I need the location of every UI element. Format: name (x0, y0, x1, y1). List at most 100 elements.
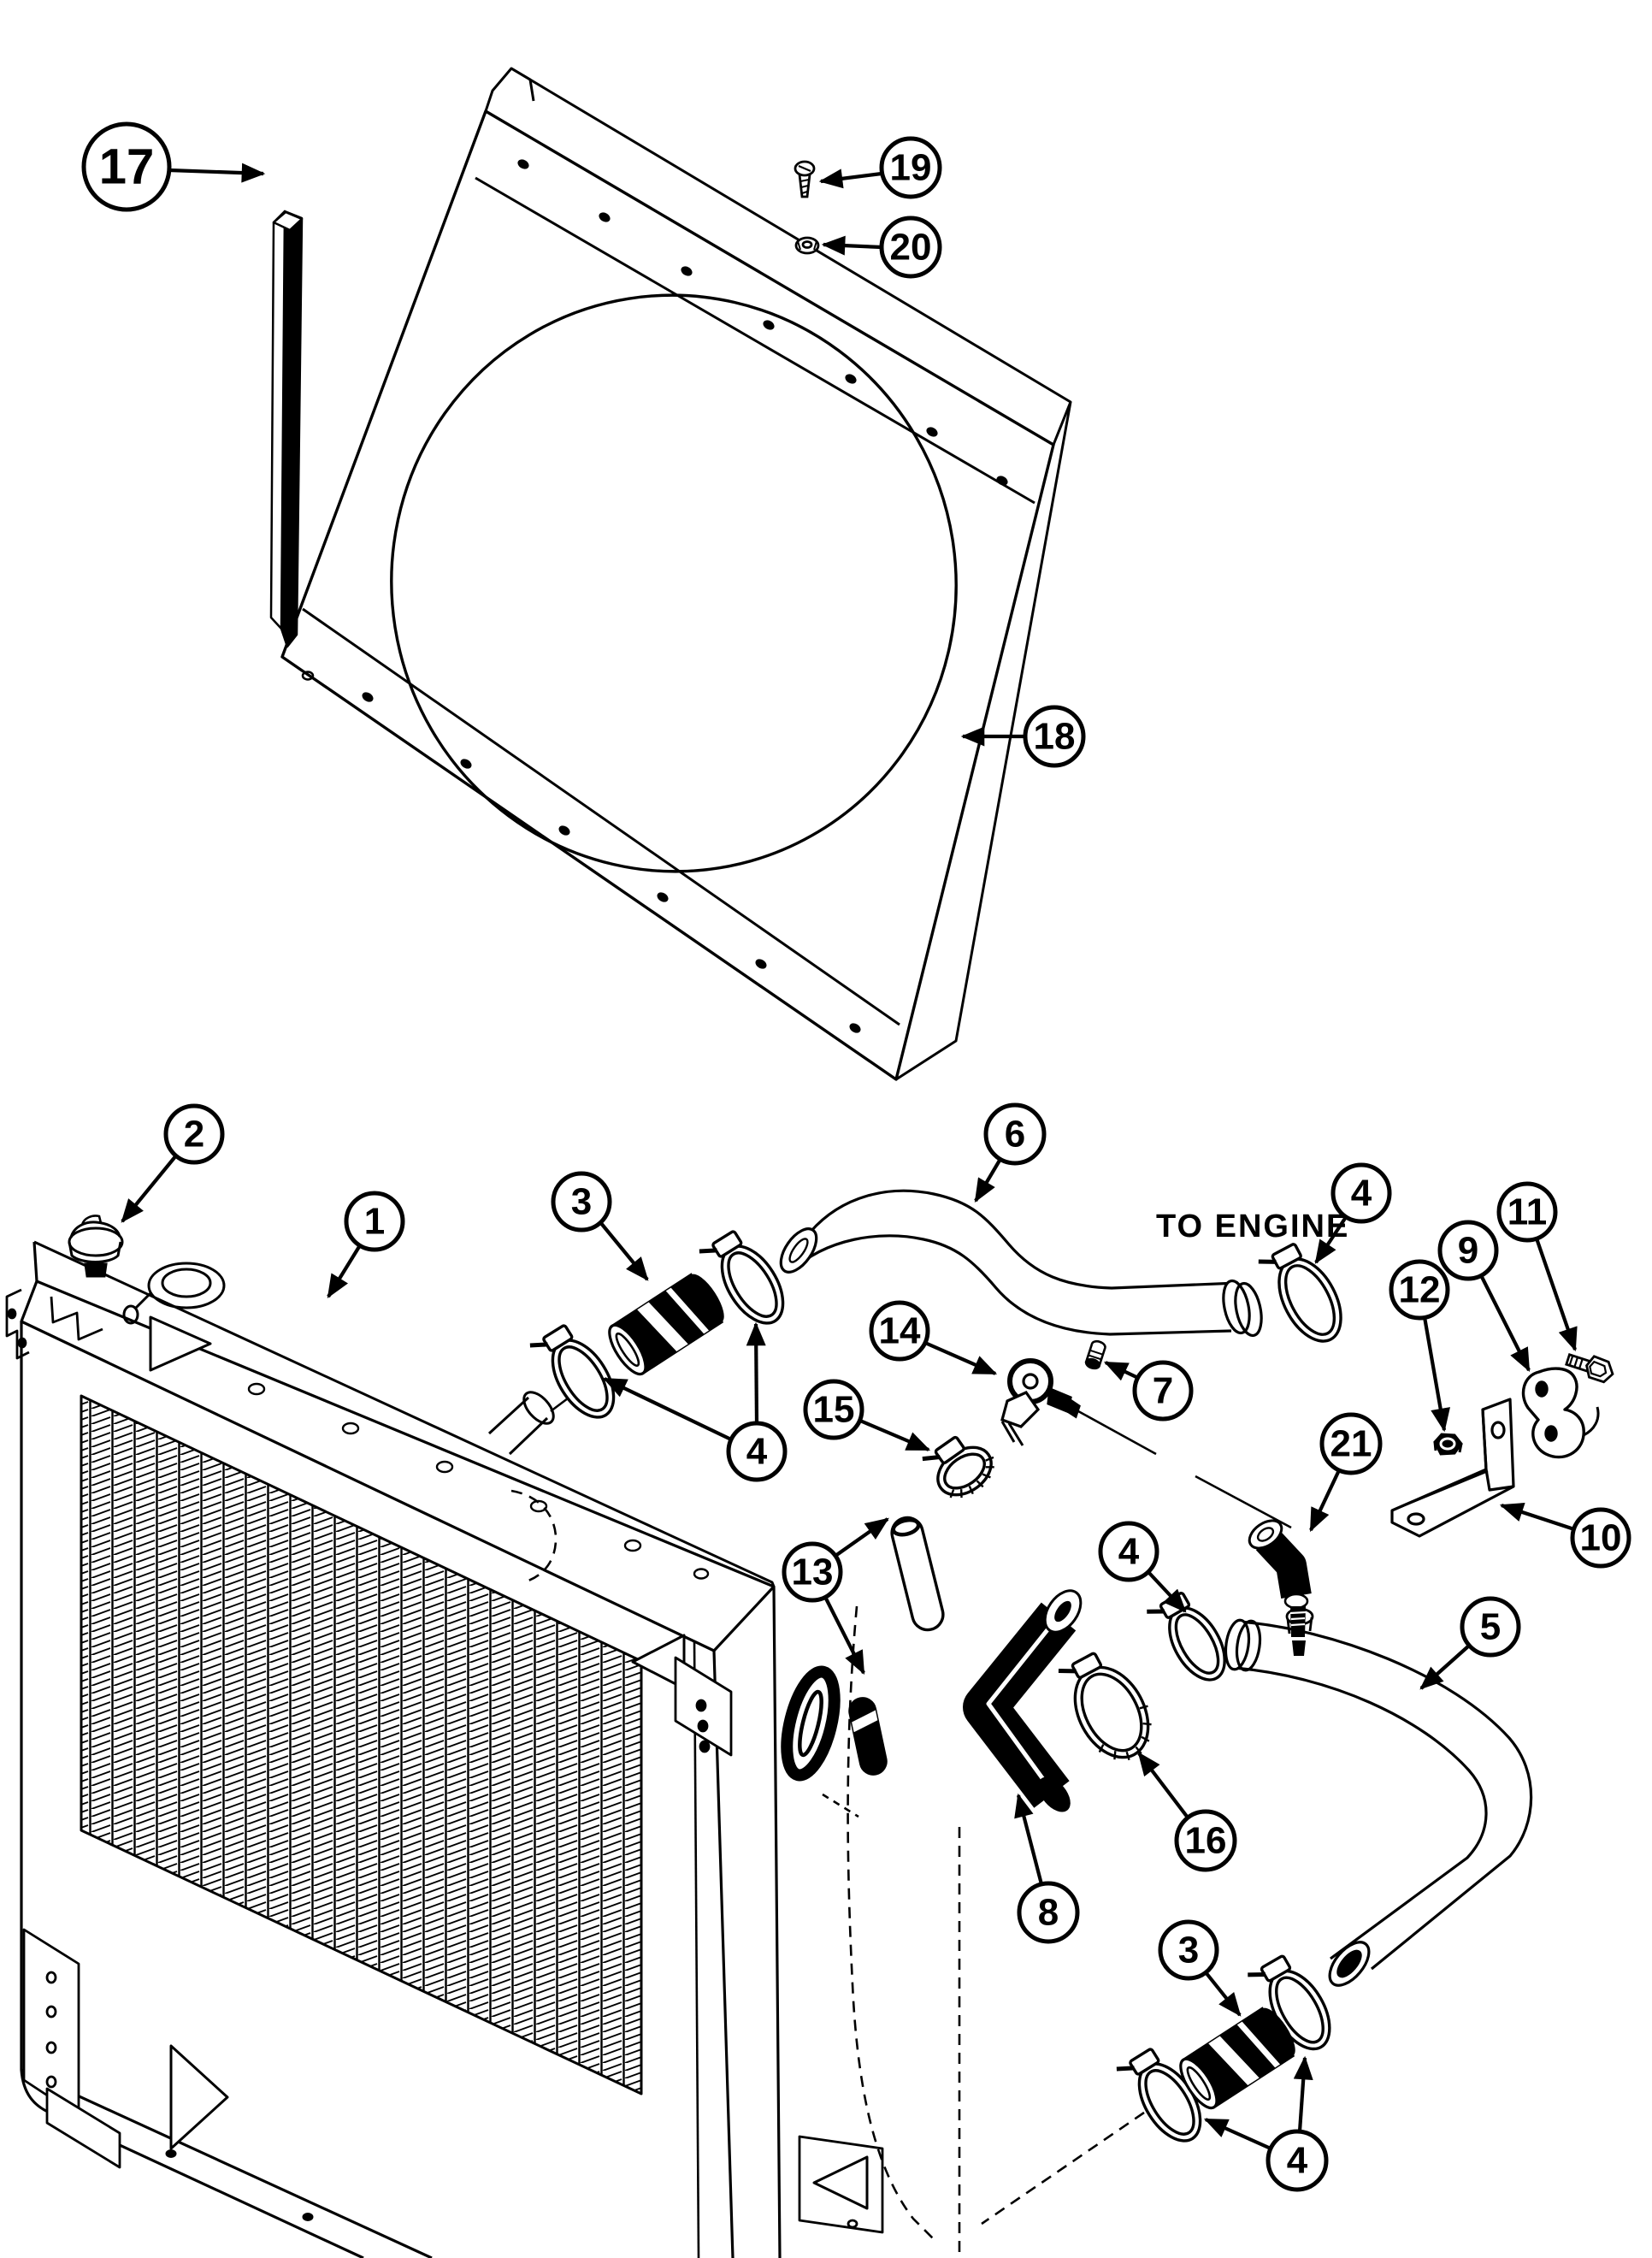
callout-13-number: 13 (792, 1552, 834, 1593)
drain-tube-short (848, 1697, 888, 1776)
callout-4: 4 (1314, 1162, 1392, 1264)
drain-fitting (1000, 1358, 1081, 1446)
callout-12: 12 (1389, 1259, 1450, 1433)
fan-shroud (280, 67, 1072, 1081)
callout-16-badge (1174, 1809, 1237, 1872)
callout-14-badge (869, 1300, 930, 1362)
callout-3-badge (551, 1171, 612, 1232)
callout-7-badge (1132, 1360, 1194, 1422)
callout-4-number: 4 (1351, 1173, 1372, 1215)
to-engine-label: TO ENGINE (1156, 1209, 1349, 1244)
callout-arrow (924, 1341, 998, 1375)
callout-13: 13 (782, 1517, 889, 1676)
callout-arrow (327, 1244, 362, 1298)
callout-3: 3 (551, 1171, 649, 1281)
callout-21-badge (1319, 1412, 1383, 1475)
callout-20-badge (879, 216, 942, 279)
callout-5: 5 (1419, 1596, 1521, 1690)
callout-11: 11 (1496, 1181, 1578, 1352)
ghost-outline (510, 1489, 1145, 2252)
callout-6: 6 (974, 1102, 1047, 1203)
left-mount-bracket (5, 1288, 103, 1360)
bottom-right-bracket (798, 2135, 884, 2234)
bottom-rail-rivets (165, 2149, 314, 2221)
drain-clamp (922, 1435, 994, 1498)
callout-18-number: 18 (1034, 716, 1076, 758)
filler-neck (122, 1262, 226, 1325)
callout-arrow (1204, 1971, 1242, 2017)
callout-1-number: 1 (364, 1201, 385, 1243)
callout-arrow (1314, 1215, 1348, 1264)
callout-18-badge (1023, 705, 1086, 768)
bottom-left-bracket (22, 1928, 229, 2169)
callout-19-number: 19 (890, 147, 932, 189)
top-tank-holes (247, 1382, 710, 1580)
callout-8-number: 8 (1038, 1892, 1059, 1934)
lower-hose (963, 1589, 1083, 1812)
callout-10-badge (1570, 1507, 1631, 1569)
callout-17-number: 17 (99, 139, 155, 195)
plug (1084, 1339, 1106, 1370)
callout-4-badge (1330, 1162, 1392, 1224)
seal-strip (269, 210, 304, 648)
callout-arrow (1147, 1570, 1187, 1613)
callout-arrow (602, 1377, 732, 1441)
callout-arrow (168, 163, 266, 183)
callout-arrow (1014, 1793, 1044, 1885)
sleeve-coupling (1179, 2007, 1295, 2110)
radiator-inlet-stub (487, 1391, 555, 1456)
callout-arrow (1479, 1274, 1531, 1373)
callout-14-number: 14 (879, 1310, 921, 1352)
callout-4: 4 (602, 1321, 788, 1482)
callout-21: 21 (1309, 1412, 1383, 1533)
callout-1: 1 (327, 1191, 405, 1298)
callout-9-badge (1437, 1220, 1499, 1281)
bolt (1565, 1353, 1614, 1384)
callout-17-badge (81, 121, 172, 212)
callout-10-number: 10 (1580, 1517, 1622, 1559)
shroud-screw (794, 160, 816, 198)
callout-2-badge (163, 1103, 225, 1165)
callout-4-number: 4 (1118, 1531, 1140, 1573)
callout-3-number: 3 (1178, 1930, 1199, 1971)
lower-tube (1224, 1607, 1533, 1987)
callout-15-number: 15 (813, 1389, 855, 1431)
callout-arrow (746, 1321, 766, 1424)
callout-4-number: 4 (1287, 2140, 1308, 2182)
callout-5-badge (1460, 1596, 1521, 1658)
callout-16-number: 16 (1185, 1820, 1227, 1862)
callout-15: 15 (803, 1379, 931, 1451)
sleeve-coupling (608, 1273, 724, 1376)
callout-arrow (1103, 1361, 1139, 1381)
callout-arrow (974, 1157, 1002, 1203)
callout-20-number: 20 (890, 227, 932, 269)
callout-21-number: 21 (1330, 1423, 1372, 1465)
callout-2: 2 (121, 1103, 225, 1223)
callout-16: 16 (1137, 1752, 1237, 1872)
callout-arrow (1203, 2118, 1271, 2150)
callout-arrow (1535, 1238, 1578, 1352)
callout-6-badge (983, 1102, 1047, 1166)
callout-18: 18 (960, 705, 1086, 768)
nut (1433, 1433, 1463, 1456)
hose-clamp (529, 1324, 616, 1419)
hose-clamp (699, 1230, 785, 1325)
callout-4-badge (1266, 2129, 1329, 2192)
drain-tube-long (890, 1516, 945, 1632)
callout-7-number: 7 (1153, 1370, 1173, 1412)
callout-3: 3 (1158, 1919, 1242, 2017)
radiator (5, 1240, 884, 2258)
callout-3-number: 3 (571, 1181, 592, 1223)
callout-8-badge (1017, 1881, 1080, 1944)
callout-arrow (599, 1221, 649, 1281)
callout-4: 4 (1203, 2055, 1329, 2192)
callout-arrow (818, 168, 882, 189)
callout-11-badge (1496, 1181, 1558, 1243)
upper-hose (779, 1189, 1263, 1338)
callout-2-number: 2 (184, 1114, 204, 1156)
hose-clamp (1258, 1243, 1342, 1343)
callout-9: 9 (1437, 1220, 1531, 1373)
callout-3-badge (1158, 1919, 1219, 1981)
callout-9-number: 9 (1458, 1230, 1478, 1272)
